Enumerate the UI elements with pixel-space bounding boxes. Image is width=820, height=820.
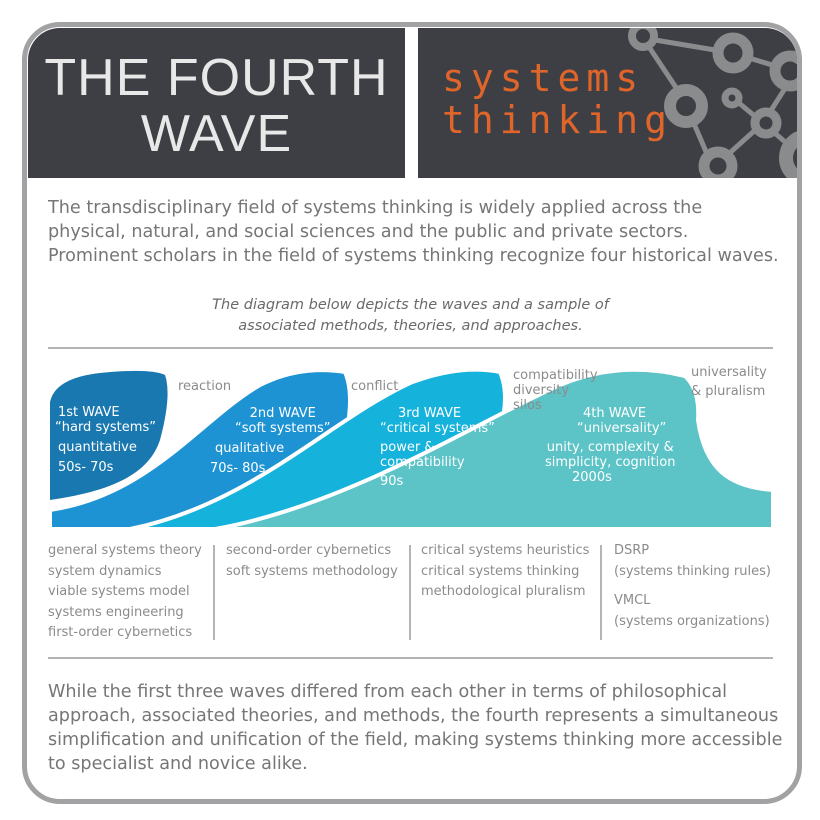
wave-4-desc-2: simplicity, cognition (545, 455, 676, 470)
transition-reaction: reaction (178, 379, 232, 394)
intro-paragraph: The transdisciplinary field of systems t… (48, 198, 779, 266)
wave-3-tag: “critical systems” (380, 421, 495, 436)
wave-2-era: 70s- 80s (210, 461, 266, 476)
column-separator (409, 545, 411, 640)
method-item: general systems theory (48, 543, 202, 558)
method-item: second-order cybernetics (226, 543, 392, 558)
title-line-2: WAVE (140, 105, 293, 163)
methods-column-1: general systems theory system dynamics v… (48, 541, 202, 644)
method-item: viable systems model (48, 584, 190, 599)
transition-4-line-1: universality (691, 365, 767, 380)
method-item: system dynamics (48, 563, 162, 579)
method-item: critical systems heuristics (421, 543, 590, 558)
wave-2-label: 2nd WAVE “soft systems” qualitative 70s-… (210, 406, 331, 476)
wave-1-era: 50s- 70s (58, 460, 114, 475)
wave-1-name: 1st WAVE (58, 405, 120, 420)
wave-2-tag: “soft systems” (235, 421, 331, 436)
wave-1-tag: “hard systems” (55, 420, 156, 435)
wave-4-era: 2000s (572, 470, 612, 485)
transition-3-line-3: silos (513, 398, 542, 413)
wave-2-desc: qualitative (215, 441, 285, 456)
transition-4-line-2: & pluralism (691, 384, 766, 399)
methods-column-3: critical systems heuristics critical sys… (421, 541, 589, 603)
method-item: VMCL (614, 593, 651, 608)
methods-column-4: DSRP (systems thinking rules) VMCL (syst… (614, 541, 771, 632)
transition-3-line-1: compatibility (513, 368, 598, 383)
wave-3-name: 3rd WAVE (398, 406, 462, 421)
transition-universality: universality & pluralism (691, 365, 767, 399)
transition-3-line-2: diversity (513, 383, 570, 398)
wave-4-desc-1: unity, complexity & (546, 440, 674, 455)
wave-1-shape (50, 370, 168, 527)
wave-3-era: 90s (380, 474, 404, 489)
method-item: methodological pluralism (421, 584, 586, 599)
subtitle-line-1: systems (442, 56, 645, 100)
wave-4-tag: “universality” (577, 421, 667, 436)
method-item: (systems organizations) (614, 613, 770, 629)
column-separator (600, 545, 602, 640)
title-line-1: THE FOURTH (44, 49, 389, 107)
subtitle-line-2: thinking (442, 98, 674, 142)
title-panel: THE FOURTH WAVE (28, 28, 405, 178)
method-item: first-order cybernetics (48, 625, 193, 640)
wave-4-shape (214, 367, 775, 531)
wave-3-label: 3rd WAVE “critical systems” power & comp… (380, 406, 495, 489)
transition-compatibility: compatibility diversity silos (513, 368, 598, 413)
transition-conflict: conflict (351, 379, 399, 394)
methods-column-2: second-order cybernetics soft systems me… (226, 541, 398, 582)
wave-1-desc: quantitative (58, 440, 137, 455)
wave-2-name: 2nd WAVE (249, 406, 316, 421)
divider-top (48, 347, 773, 349)
wave-4-name: 4th WAVE (583, 406, 647, 421)
method-item: DSRP (614, 543, 650, 558)
caption-line-2: associated methods, theories, and approa… (238, 318, 583, 334)
outro-paragraph: While the first three waves differed fro… (48, 682, 783, 774)
wave-1-label: 1st WAVE “hard systems” quantitative 50s… (55, 405, 156, 475)
method-item: soft systems methodology (226, 563, 398, 579)
wave-4-label: 4th WAVE “universality” unity, complexit… (545, 406, 675, 485)
method-item: systems engineering (48, 604, 184, 620)
method-item: critical systems thinking (421, 563, 580, 579)
network-nodes-icon (628, 28, 797, 178)
method-item: (systems thinking rules) (614, 563, 771, 579)
wave-3-desc-1: power & (380, 440, 435, 455)
divider-bottom (48, 657, 773, 659)
subtitle-panel: systems thinking (418, 28, 797, 178)
caption-line-1: The diagram below depicts the waves and … (212, 297, 609, 313)
wave-3-desc-2: compatibility (380, 455, 465, 470)
column-separator (213, 545, 215, 640)
diagram-caption: The diagram below depicts the waves and … (48, 295, 773, 337)
